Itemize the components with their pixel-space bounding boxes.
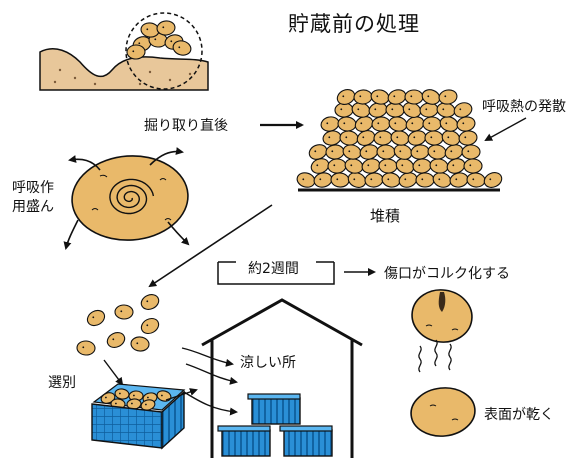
pile-potato	[381, 172, 401, 188]
pile-potato	[325, 144, 345, 160]
hill-potato	[172, 40, 192, 56]
corked-potato	[411, 289, 473, 343]
arrow-respiration-heat	[484, 117, 527, 141]
pile-potato	[370, 89, 390, 105]
pile-potato	[373, 130, 393, 146]
arrow-to-sorting	[148, 204, 273, 288]
label-respiration-heat: 呼吸熱の発散	[482, 99, 566, 115]
label-surface-dries: 表面が乾く	[484, 407, 554, 423]
pile-potato	[337, 116, 357, 132]
pile-potato	[449, 172, 469, 188]
sorted-potato	[76, 340, 96, 356]
sorted-potato	[114, 304, 134, 320]
pile-potato	[390, 130, 410, 146]
pile-potato	[353, 89, 373, 105]
pile-potato	[364, 172, 384, 188]
pile-potato	[419, 102, 439, 118]
pile-potato	[339, 130, 359, 146]
potato-pile-illustration	[296, 89, 503, 192]
hill-potato	[156, 20, 176, 36]
storage-house	[181, 298, 363, 458]
arrow-to-crate	[103, 359, 124, 386]
dug-potatoes-cluster	[126, 20, 192, 60]
pile-potato	[422, 116, 442, 132]
pile-potato	[359, 144, 379, 160]
label-about-two-weeks: 約2週間	[248, 261, 299, 277]
pile-potato	[330, 172, 350, 188]
sorted-potato	[130, 336, 150, 352]
crate-potato	[100, 392, 116, 404]
sorted-potato	[106, 332, 126, 348]
pile-potato	[371, 116, 391, 132]
pile-potato	[342, 144, 362, 160]
diagram-title: 貯蔵前の処理	[288, 12, 420, 36]
label-respiration-active-1: 呼吸作	[12, 180, 54, 196]
pile-potato	[320, 116, 340, 132]
pile-potato	[453, 102, 473, 118]
pile-potato	[296, 172, 316, 188]
pile-potato	[322, 130, 342, 146]
drying-potato	[410, 339, 476, 437]
crate-potato	[140, 399, 156, 411]
pile-potato	[456, 116, 476, 132]
label-cool-place: 涼しい所	[240, 355, 296, 371]
sorted-potato	[86, 309, 106, 327]
label-wound-cork: 傷口がコルク化する	[384, 266, 510, 282]
pile-potato	[308, 144, 328, 160]
two-weeks-bracket	[217, 261, 335, 285]
sorted-potato	[140, 317, 160, 335]
zoom-circle	[125, 12, 203, 90]
pile-potato	[483, 172, 503, 188]
pile-potato	[376, 144, 396, 160]
soil-hill-illustration	[39, 12, 209, 91]
label-after-digging: 掘り取り直後	[144, 118, 228, 134]
pile-potato	[415, 172, 435, 188]
pile-potato	[424, 130, 444, 146]
pile-potato	[327, 158, 347, 174]
pile-potato	[361, 158, 381, 174]
pile-potato	[347, 172, 367, 188]
pile-potato	[466, 172, 486, 188]
label-pile: 堆積	[370, 207, 401, 225]
sorted-potatoes	[76, 294, 160, 356]
pile-potato	[388, 116, 408, 132]
pile-potato	[458, 130, 478, 146]
sorting-crate	[91, 383, 186, 450]
arrow-into-house	[165, 388, 198, 401]
hill-potato	[126, 44, 146, 60]
pile-potato	[427, 144, 447, 160]
pile-potato	[336, 89, 356, 105]
pile-potato	[404, 89, 424, 105]
pile-potato	[378, 158, 398, 174]
stacked-crates	[217, 393, 333, 457]
respiring-potato-illustration	[63, 147, 190, 250]
label-respiration-active-2: 用盛ん	[12, 199, 54, 215]
pile-potato	[313, 172, 333, 188]
spiral-mark	[109, 178, 155, 215]
pile-potato	[429, 158, 449, 174]
pile-potato	[412, 158, 432, 174]
pile-potato	[461, 144, 481, 160]
sorted-potato	[140, 294, 160, 310]
pile-potato	[463, 158, 483, 174]
pile-potato	[410, 144, 430, 160]
label-sorting: 選別	[48, 375, 76, 391]
pile-potato	[438, 89, 458, 105]
